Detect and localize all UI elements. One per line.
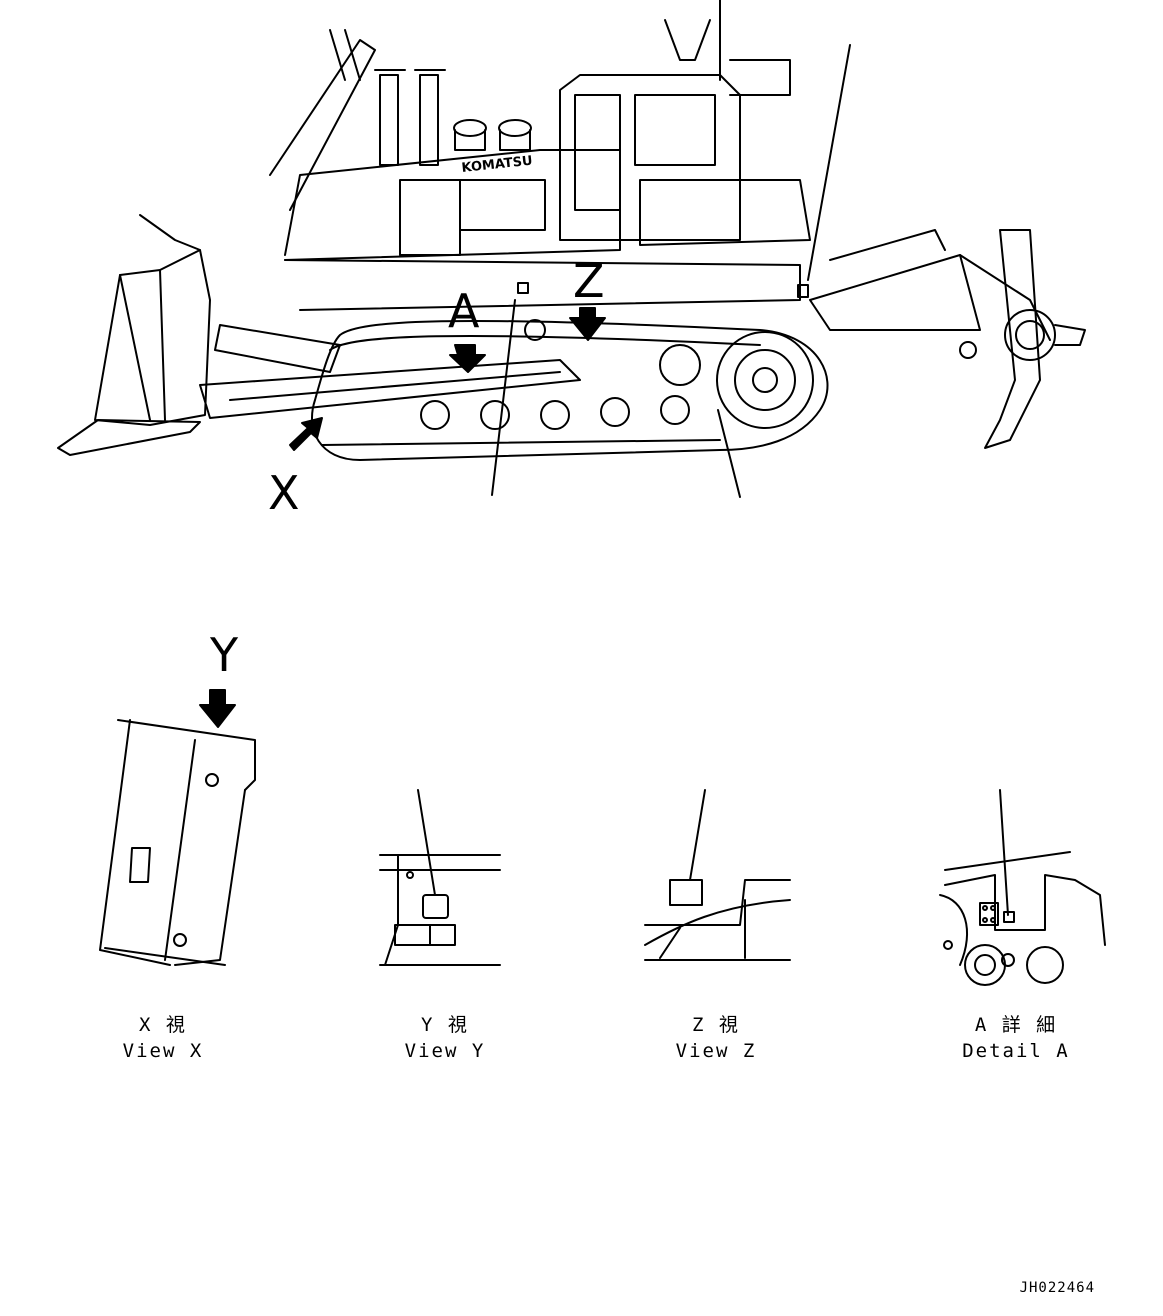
- ripper-shank: [984, 229, 1041, 449]
- view-z-drawing: [644, 789, 791, 961]
- view-y-drawing: [379, 789, 501, 966]
- engine-hood: [284, 149, 621, 261]
- idler: [659, 344, 701, 386]
- blade: [94, 249, 211, 426]
- caption-detail-a-en: Detail A: [962, 1040, 1070, 1062]
- caption-view-x-en: View X: [122, 1040, 204, 1062]
- view-label-a: A: [448, 284, 480, 338]
- arrow-y: [199, 689, 236, 728]
- blade-cutting-edge: [57, 419, 201, 456]
- caption-detail-a: A 詳 細 Detail A: [946, 1012, 1086, 1064]
- lift-cylinder: [214, 324, 341, 373]
- view-label-y: Y: [210, 628, 239, 682]
- caption-view-x-jp: X 視: [139, 1014, 187, 1036]
- caption-view-z-en: View Z: [675, 1040, 757, 1062]
- caption-view-z: Z 視 View Z: [646, 1012, 786, 1064]
- caption-view-y-jp: Y 視: [421, 1014, 469, 1036]
- caption-view-y: Y 視 View Y: [375, 1012, 515, 1064]
- caption-view-z-jp: Z 視: [692, 1014, 740, 1036]
- arrow-a: [449, 344, 486, 373]
- caption-detail-a-jp: A 詳 細: [974, 1014, 1058, 1036]
- ripper-beam: [809, 254, 981, 331]
- arrow-x: [289, 417, 323, 451]
- sprocket: [716, 331, 814, 429]
- view-x-drawing: [99, 689, 256, 966]
- bulldozer-side-view: KOMATSU: [57, 0, 1086, 498]
- rear-fender: [639, 179, 811, 246]
- caption-view-y-en: View Y: [404, 1040, 486, 1062]
- track-rollers: [420, 319, 690, 430]
- detail-a-drawing: [939, 789, 1106, 986]
- view-label-z: Z: [573, 254, 605, 308]
- track-frame: [311, 319, 829, 461]
- caption-view-x: X 視 View X: [93, 1012, 233, 1064]
- drawing-code: JH022464: [1019, 1280, 1095, 1296]
- operator-cab: [559, 74, 741, 241]
- brand-label: KOMATSU: [461, 154, 534, 176]
- view-label-x: X: [268, 466, 300, 520]
- push-arm: [199, 359, 581, 419]
- arrow-z: [569, 307, 606, 341]
